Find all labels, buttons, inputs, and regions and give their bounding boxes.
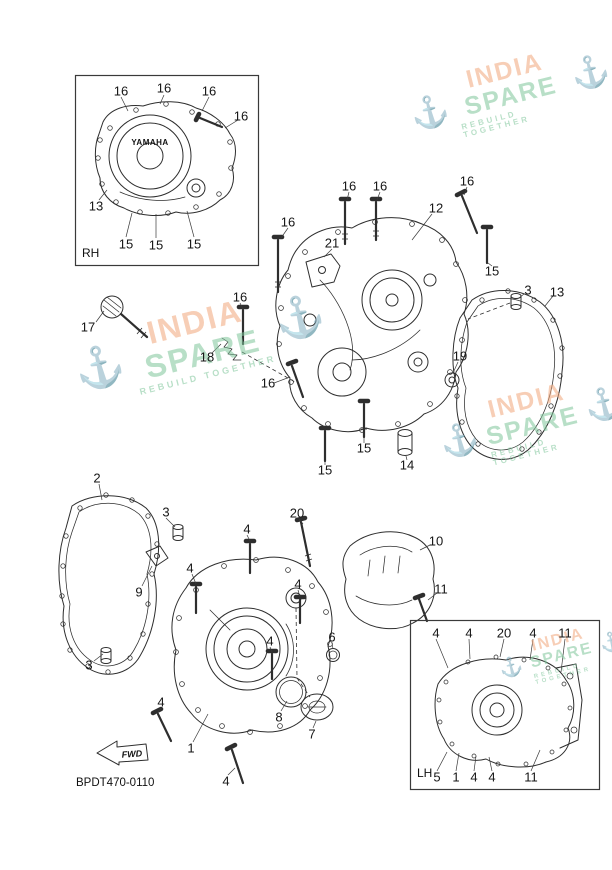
part-8-oring-large [275,676,307,708]
bolt-20 [294,515,313,568]
part-12-crankcase-cover [275,217,469,433]
callout-16: 16 [113,83,129,99]
callout-16: 16 [459,173,475,189]
callout-10: 10 [428,533,444,549]
callout-16: 16 [280,214,296,230]
callout-17: 17 [80,319,96,335]
part-14-collar [397,429,413,456]
callout-4: 4 [157,694,165,710]
part-18-spring-pin [221,337,242,361]
part-19-seal [444,372,460,388]
callout-4: 4 [465,625,473,641]
callout-4: 4 [529,625,537,641]
yamaha-logo-text: YAMAHA [131,138,168,147]
part-2-gasket [58,492,160,675]
callout-11: 11 [558,625,572,641]
lh-inset: LH [409,619,601,791]
rh-inset-label: RH [82,246,99,260]
bolt-16-b [369,196,383,242]
bolt-16-e [236,304,250,346]
callout-15: 15 [317,462,333,478]
bolt-16-d [271,234,285,294]
callout-16: 16 [341,178,357,194]
part-17-oil-dipstick [100,295,149,339]
callout-16: 16 [233,108,249,124]
callout-12: 12 [428,200,444,216]
bolt-15-c [318,425,332,463]
callout-4: 4 [488,769,496,785]
construction-line-18 [241,351,296,383]
bolt-16-rh [193,111,224,129]
bolt-15-a [480,224,494,265]
callout-16: 16 [260,375,276,391]
callout-4: 4 [432,625,440,641]
lh-inset-label: LH [417,766,432,780]
part-3-collar-b [172,524,184,541]
callout-4: 4 [186,560,194,576]
callout-20: 20 [496,625,512,641]
part-10-cover [342,531,435,630]
callout-15: 15 [484,263,500,279]
part-13-gasket [452,288,565,460]
callout-1: 1 [187,740,195,756]
part-21-bracket [305,253,341,288]
bolt-11-a [412,592,429,623]
callout-16: 16 [232,289,248,305]
callout-13: 13 [549,284,565,300]
callout-16: 16 [372,178,388,194]
bolt-15-b [357,398,371,439]
main-leader-lines [93,186,554,776]
callout-5: 5 [433,769,441,785]
callout-15: 15 [118,236,134,252]
callout-3: 3 [524,282,532,298]
callout-4: 4 [266,633,274,649]
part-3-collar-c [100,647,112,664]
construction-line-3 [467,302,511,320]
part-code: BPDT470-0110 [76,777,154,789]
callout-11: 11 [524,769,538,785]
callout-4: 4 [222,773,230,789]
lh-leader-lines [435,638,566,772]
callout-1: 1 [452,769,460,785]
callout-11: 11 [434,581,448,597]
bolt-4-f [224,742,245,785]
lh-inset-border [409,619,601,791]
rh-leader-lines [98,94,239,238]
callout-14: 14 [399,457,415,473]
callout-4: 4 [470,769,478,785]
callout-15: 15 [186,236,202,252]
callout-4: 4 [243,521,251,537]
callout-15: 15 [148,237,164,253]
bolt-16-a [338,196,352,246]
callout-8: 8 [275,709,283,725]
bolt-16-f [285,358,305,399]
construction-line-7 [295,607,311,698]
callout-7: 7 [308,726,316,742]
callout-16: 16 [156,80,172,96]
callout-4: 4 [294,576,302,592]
callout-2: 2 [93,470,101,486]
fwd-label: FWD [121,748,143,759]
rh-inset: YAMAHA [74,74,260,267]
part-7-oil-filler-cap [300,693,334,721]
callout-3: 3 [85,657,93,673]
callout-21: 21 [324,235,340,251]
callout-16: 16 [201,83,217,99]
bolt-4-d [265,648,279,681]
callout-15: 15 [356,440,372,456]
callout-13: 13 [88,198,104,214]
callout-20: 20 [289,505,305,521]
callout-3: 3 [162,504,170,520]
part-crankcase-cover-lh [434,654,583,768]
rh-inset-border [74,74,260,267]
callout-9: 9 [135,584,143,600]
bolt-16-c [454,188,479,235]
callout-19: 19 [452,348,468,364]
fwd-arrow: FWD [96,740,149,766]
part-9-holder [145,545,169,567]
callout-6: 6 [328,629,336,645]
callout-18: 18 [199,349,215,365]
